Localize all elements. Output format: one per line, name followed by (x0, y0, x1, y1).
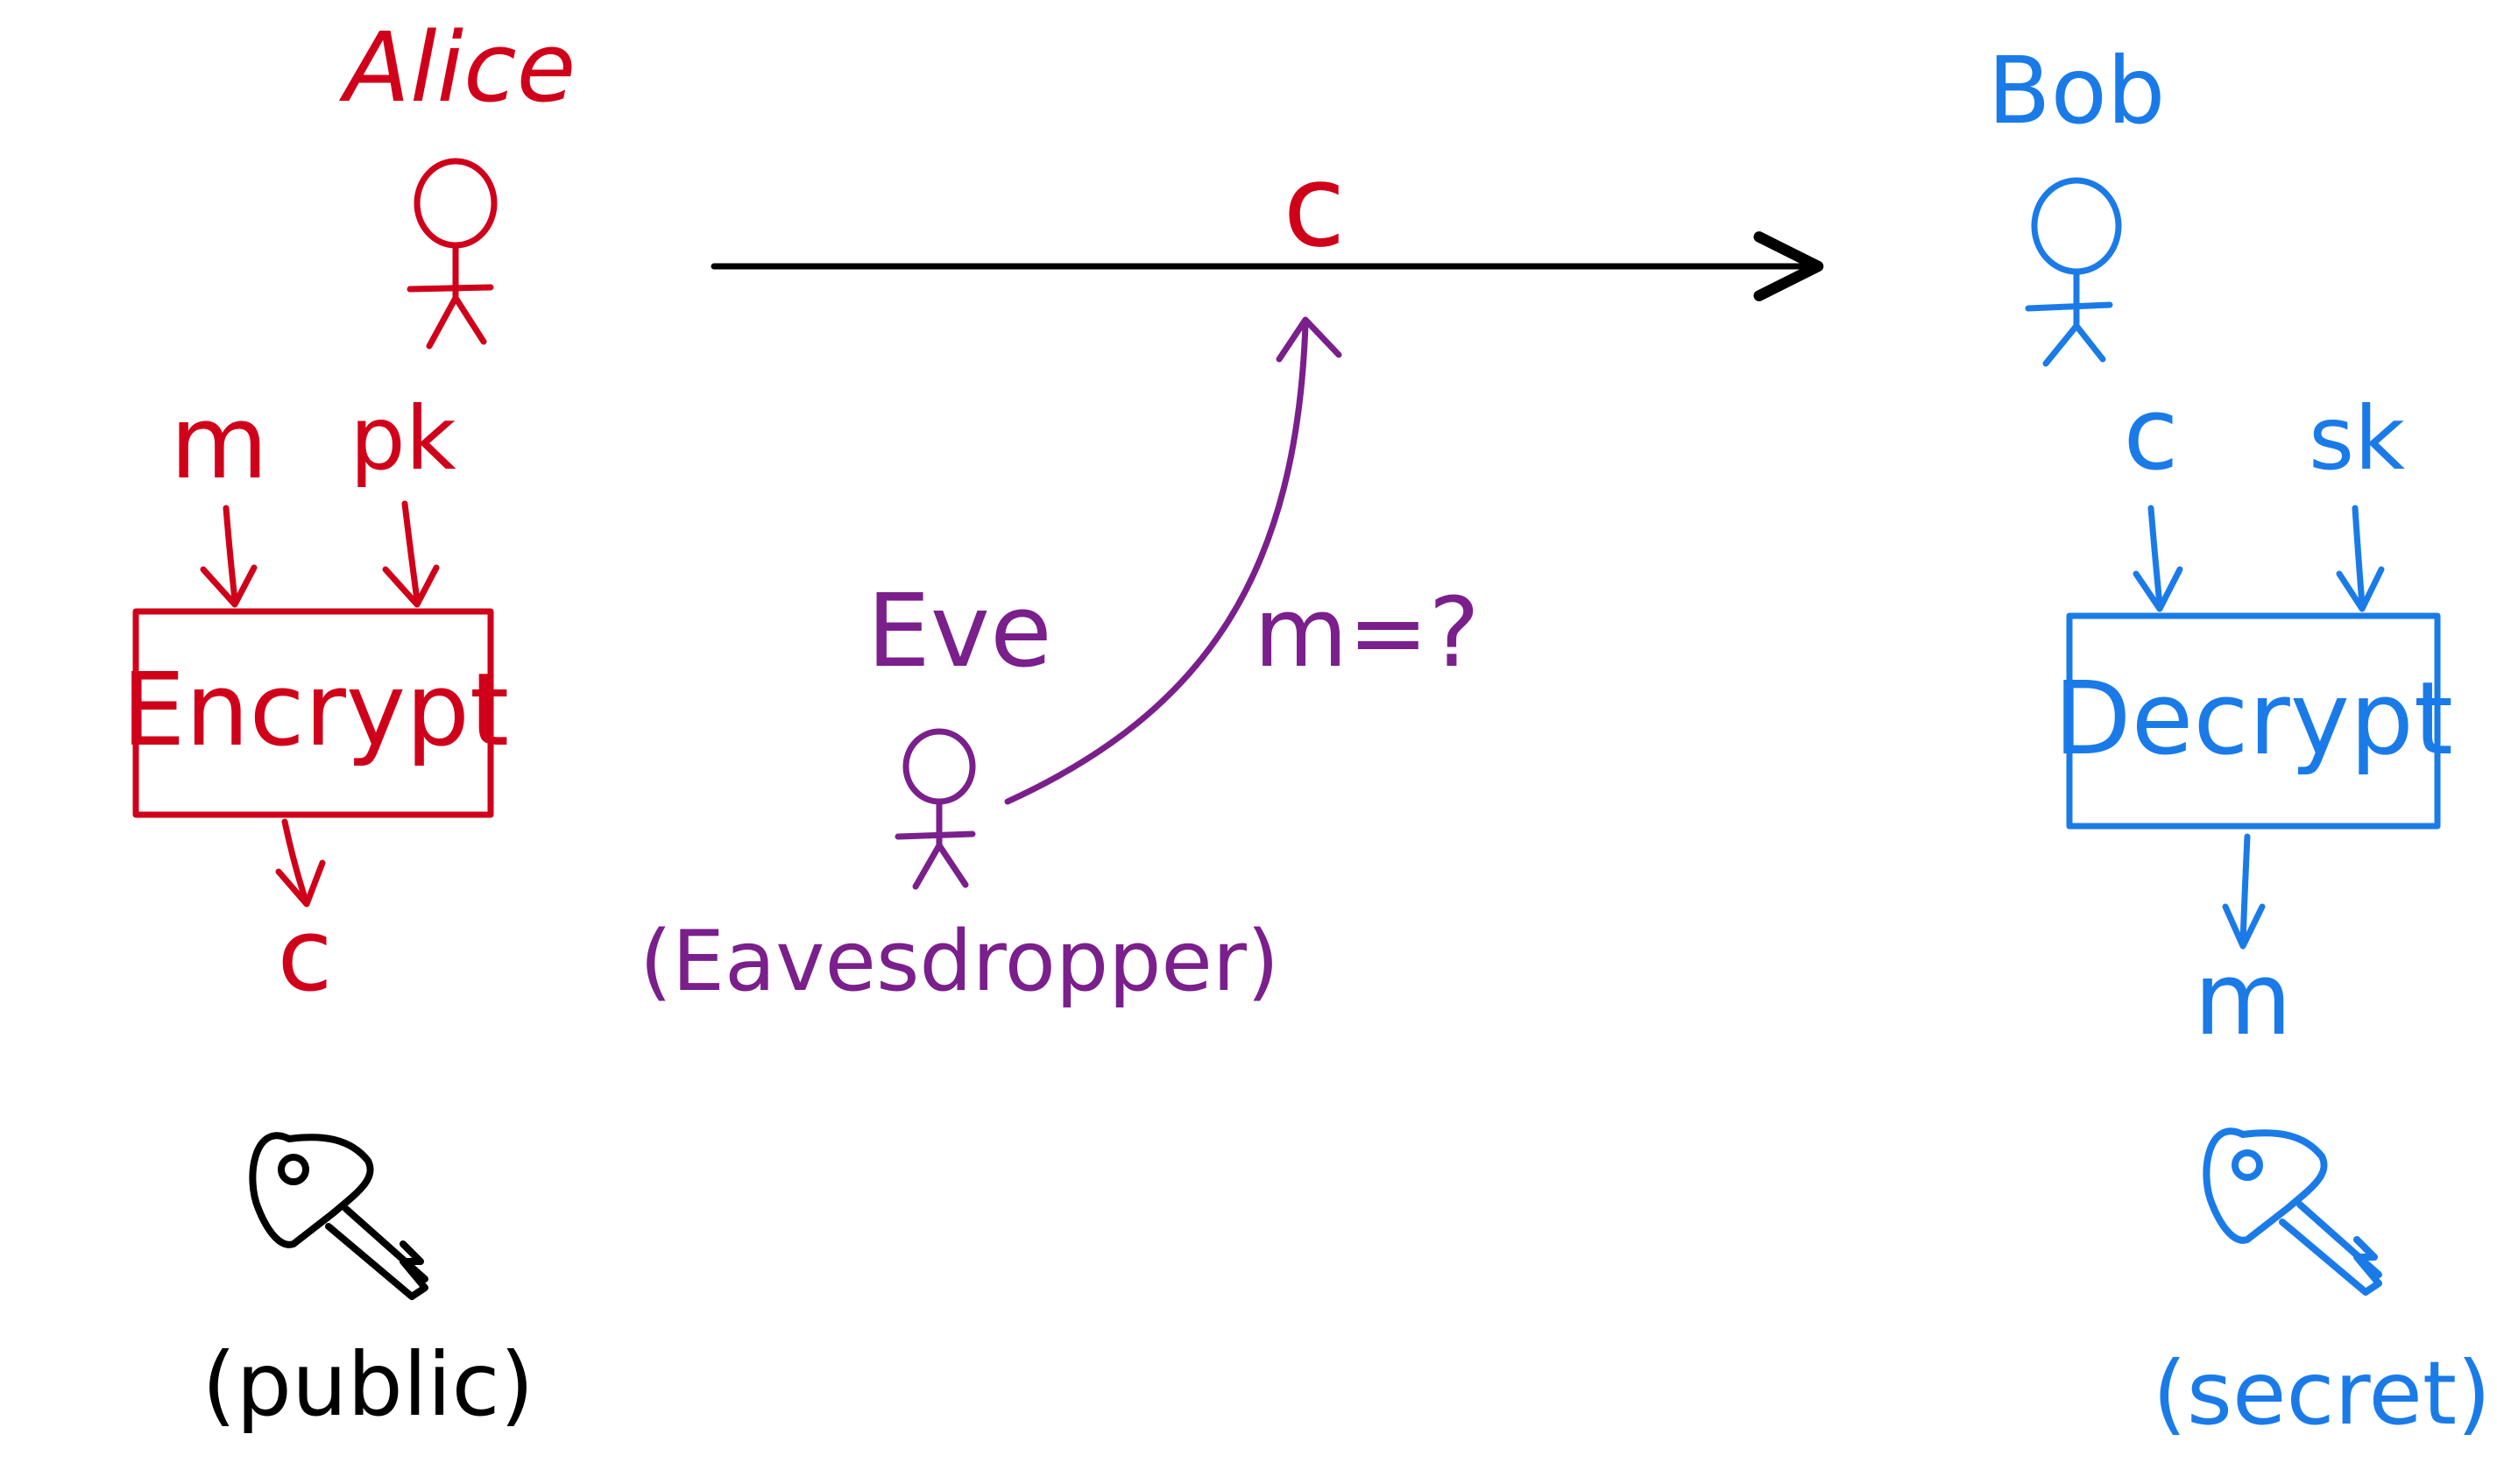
alice-key-icon (249, 1132, 428, 1300)
bob-output-arrow (2222, 833, 2266, 950)
bob-key-label: (secret) (2153, 1342, 2491, 1445)
alice-figure (407, 158, 498, 350)
eve-question: m=? (1254, 576, 1480, 689)
encrypt-label: Encrypt (122, 652, 509, 769)
alice-group: Alice m pk Encrypt c (122, 11, 576, 1014)
alice-key-label: (public) (202, 1333, 534, 1436)
encrypt-box (132, 608, 494, 818)
alice-output-arrow (275, 818, 326, 908)
decrypt-label: Decrypt (2054, 661, 2453, 778)
bob-output-m: m (2194, 941, 2292, 1058)
eve-figure (895, 728, 976, 890)
alice-input-m: m (170, 385, 268, 502)
alice-input-pk: pk (350, 387, 456, 490)
bob-name: Bob (1988, 38, 2166, 145)
bob-figure (2025, 177, 2122, 367)
bob-key-icon (2203, 1127, 2382, 1296)
channel-label-c: c (1283, 139, 1345, 272)
bob-input-c: c (2123, 376, 2178, 493)
alice-name: Alice (339, 11, 577, 124)
bob-input-sk: sk (2309, 387, 2405, 490)
bob-group: Bob c sk Decrypt m (1988, 38, 2453, 1058)
eve-role: (Eavesdropper) (640, 914, 1279, 1010)
decrypt-box (2066, 612, 2441, 830)
alice-output-c: c (277, 897, 332, 1014)
bob-input-arrows (2133, 505, 2385, 612)
eavesdrop-arrow (1004, 321, 1309, 805)
alice-input-arrows (200, 500, 440, 608)
eve-name: Eve (867, 573, 1051, 690)
eve-group: Eve m=? (Eavesdropper) (640, 316, 1480, 1010)
